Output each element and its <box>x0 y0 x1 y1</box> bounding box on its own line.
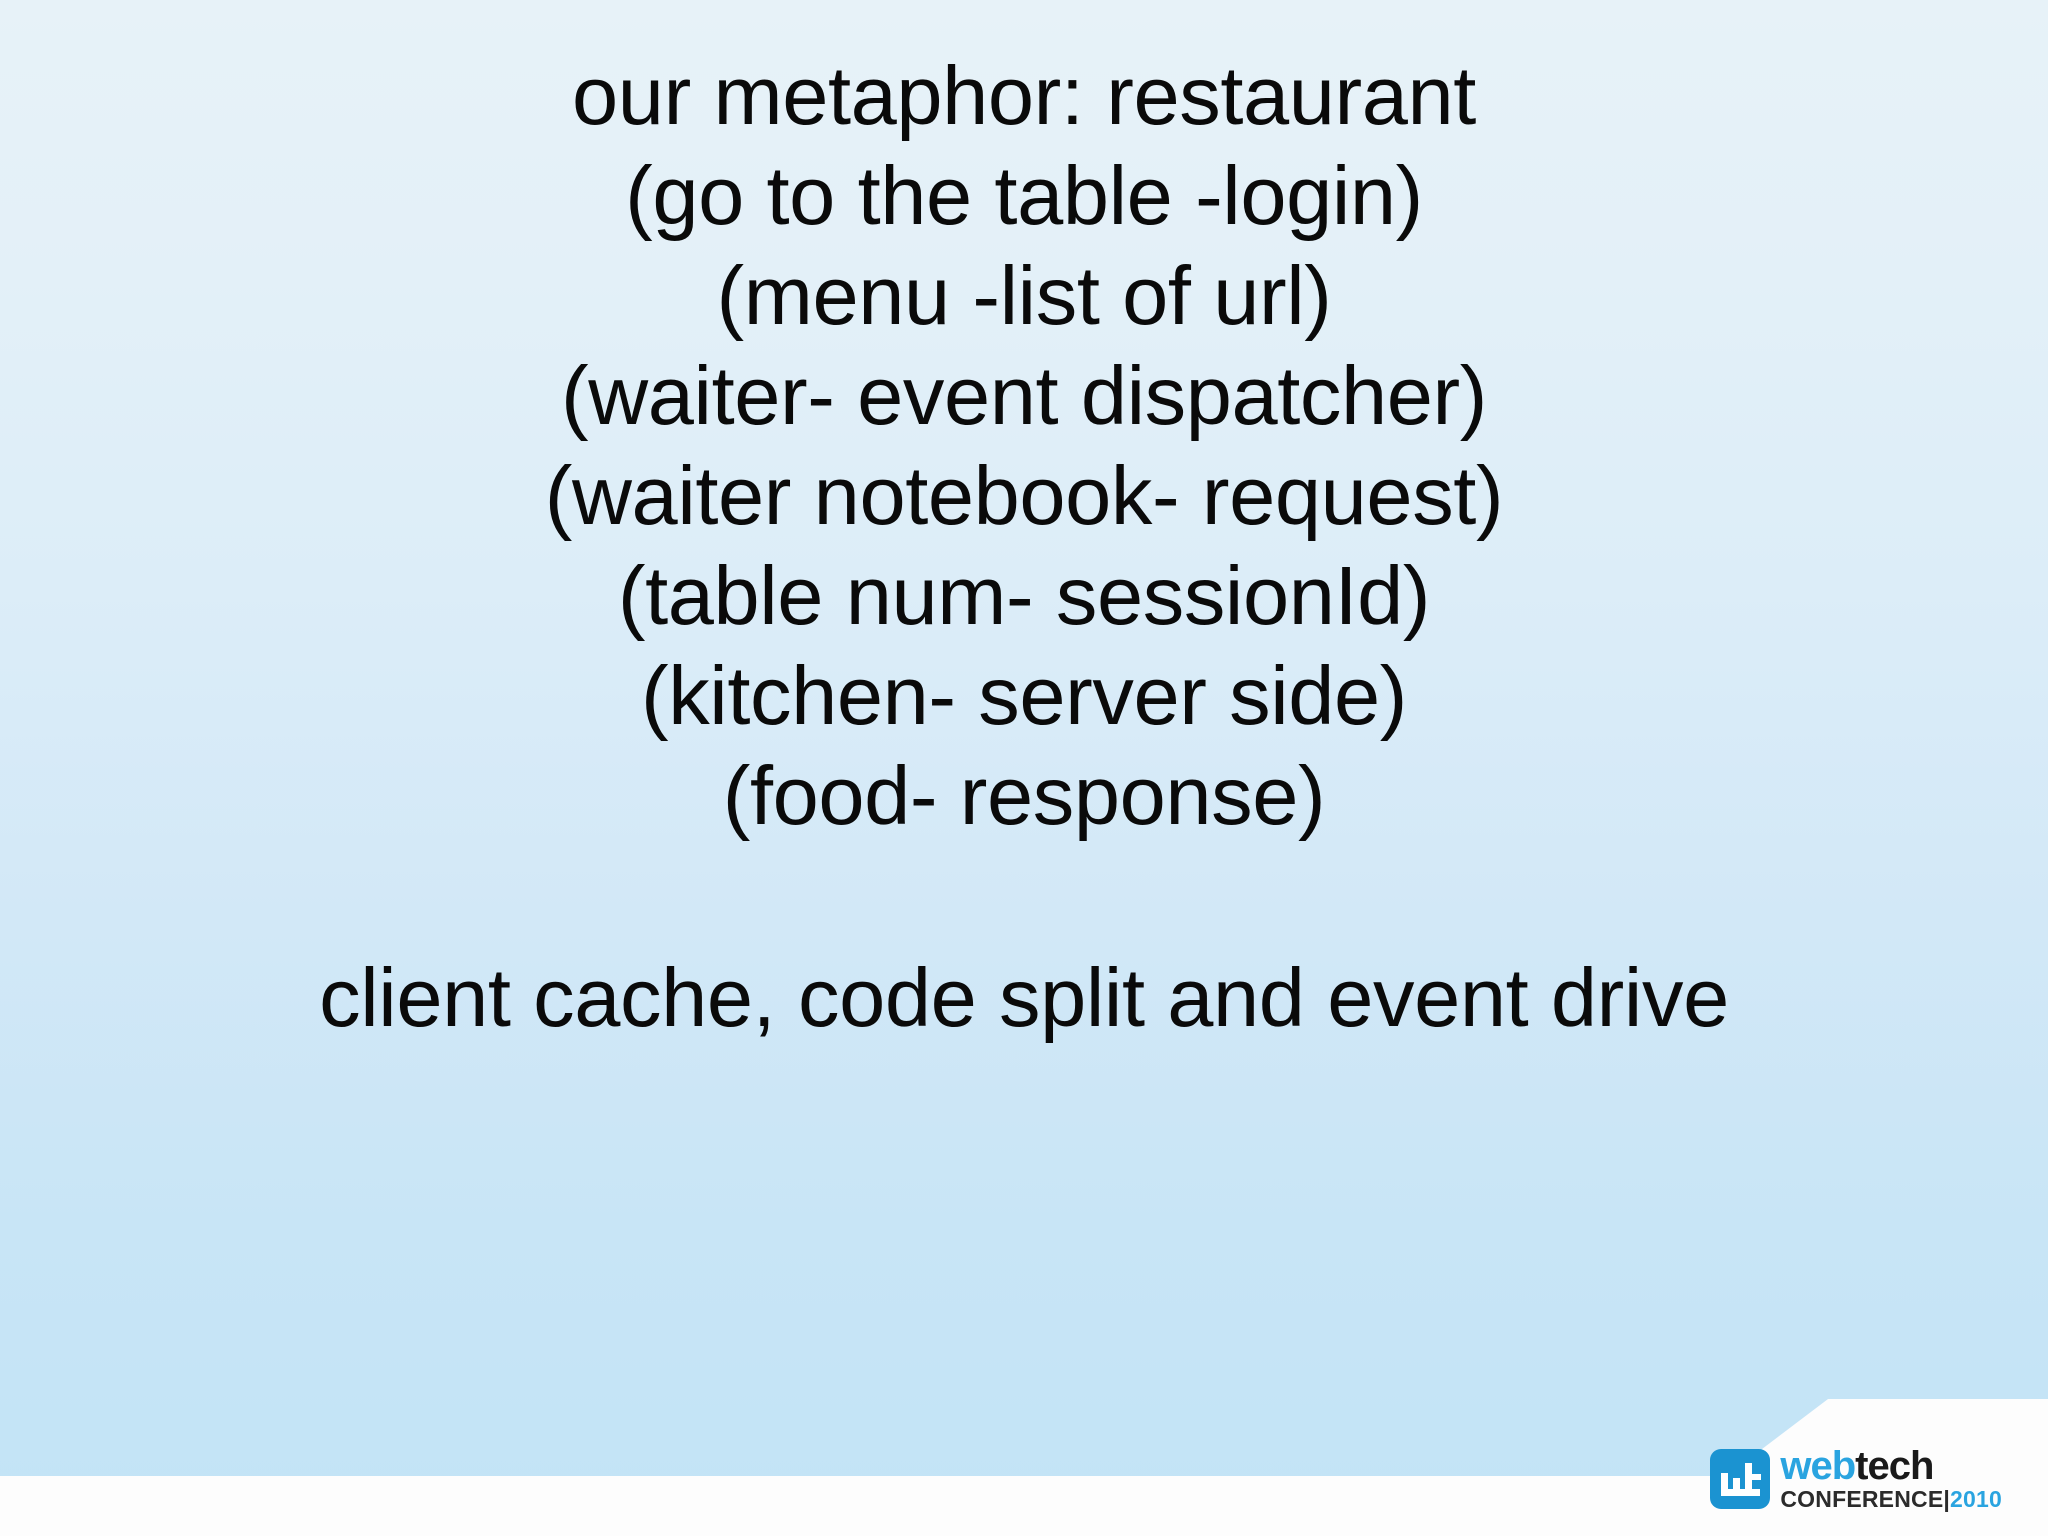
slide-line-4: (waiter- event dispatcher) <box>560 349 1488 442</box>
monogram-stroke <box>1733 1478 1741 1496</box>
logo-conference-label: CONFERENCE| <box>1780 1485 1951 1512</box>
slide-line-6: (table num- sessionId) <box>617 549 1431 642</box>
logo-word-tech: tech <box>1855 1443 1934 1488</box>
monogram-stroke <box>1721 1473 1729 1496</box>
slide-line-3: (menu -list of url) <box>716 249 1332 342</box>
webtech-conference-logo: webtech CONFERENCE|2010 <box>1710 1446 2002 1512</box>
slide-line-9: client cache, code split and event drive <box>319 951 1729 1044</box>
footer-band <box>0 1476 2048 1536</box>
slide-line-2: (go to the table -login) <box>625 149 1423 242</box>
slide-line-5: (waiter notebook- request) <box>544 449 1504 542</box>
slide-line-8: (food- response) <box>722 749 1326 842</box>
logo-year: 2010 <box>1950 1485 2002 1512</box>
monogram-stroke <box>1745 1474 1762 1480</box>
monogram-stroke <box>1721 1489 1761 1496</box>
slide-body-text: our metaphor: restaurant (go to the tabl… <box>0 49 2048 1044</box>
webtech-monogram-icon <box>1710 1449 1771 1509</box>
logo-word-web: web <box>1780 1443 1856 1488</box>
logo-subtitle-row: CONFERENCE|2010 <box>1780 1485 2002 1512</box>
slide-line-spacer <box>0 846 2048 946</box>
logo-wordmark: webtech CONFERENCE|2010 <box>1780 1443 2002 1512</box>
logo-title-row: webtech <box>1780 1443 2002 1488</box>
slide-line-7: (kitchen- server side) <box>640 649 1408 742</box>
slide-line-1: our metaphor: restaurant <box>572 49 1476 142</box>
